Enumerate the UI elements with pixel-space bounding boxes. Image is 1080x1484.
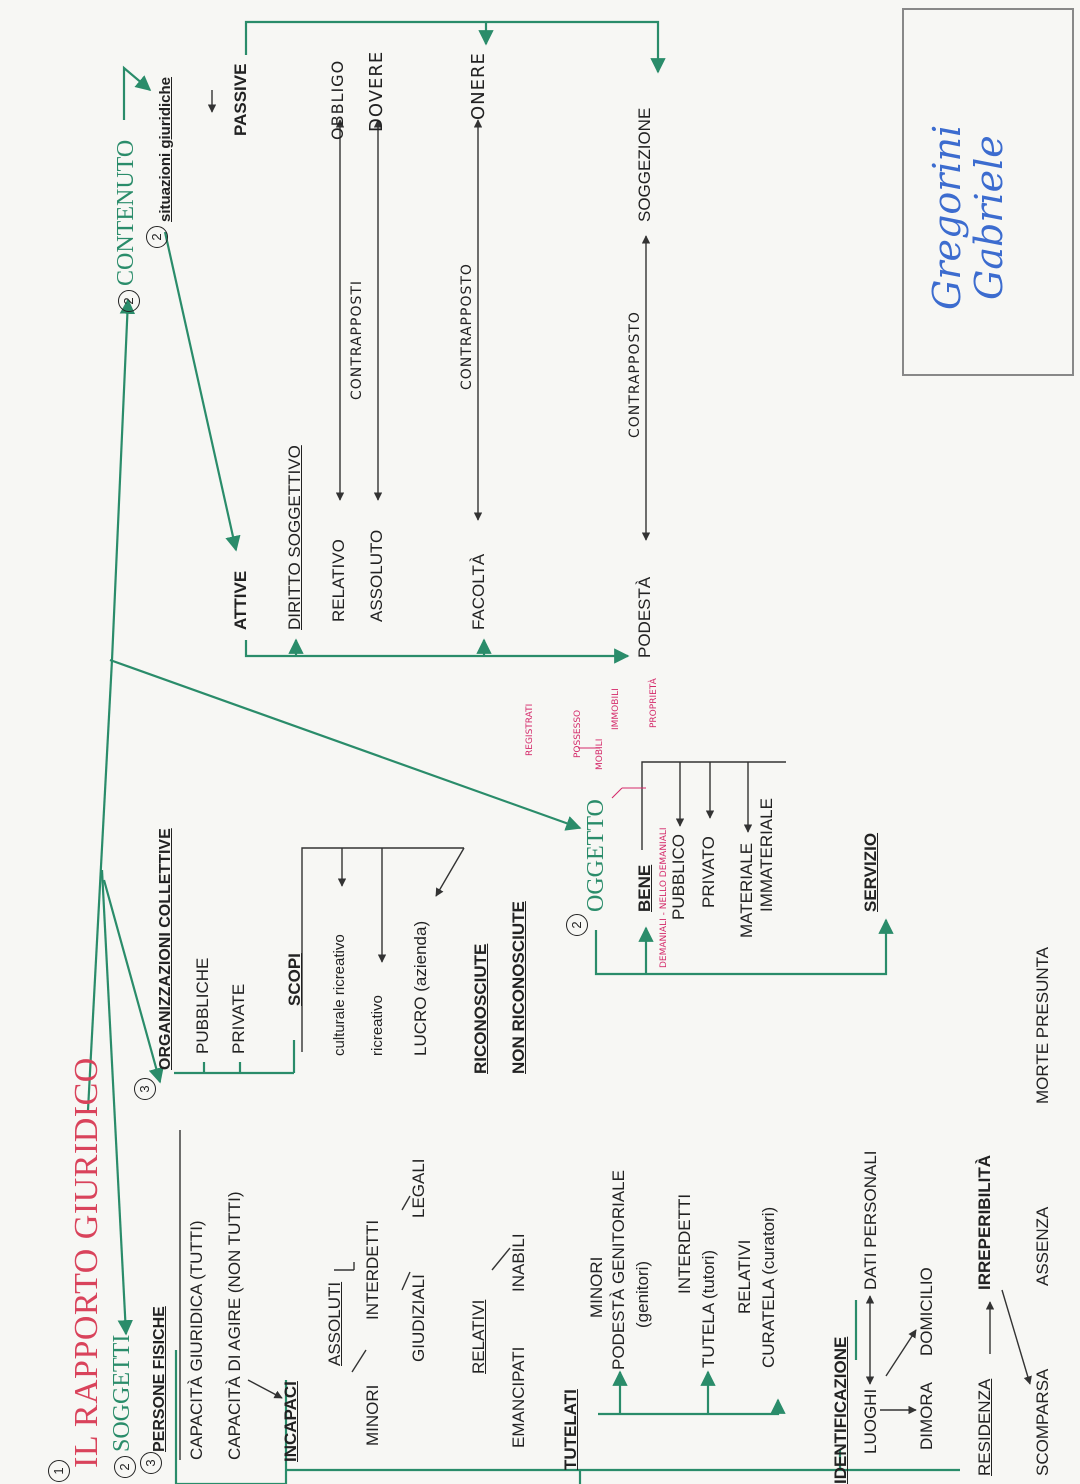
contrapposti-label: CONTRAPPOSTI <box>349 279 365 400</box>
note-immobili: IMMOBILI <box>611 688 621 730</box>
curatela-label: CURATELA (curatori) <box>759 1206 778 1368</box>
dimora-label: DIMORA <box>917 1382 936 1450</box>
capacita-agire: CAPACITÀ DI AGIRE (NON TUTTI) <box>225 1191 244 1460</box>
giudiziali-label: GIUDIZIALI <box>409 1274 428 1362</box>
facolta-label: FACOLTÀ <box>469 553 488 630</box>
marker-2-oggetto: 2 <box>566 914 588 936</box>
persone-fisiche: PERSONE FISICHE <box>151 1306 168 1452</box>
dovere-label: DOVERE <box>366 50 387 132</box>
scopi-label: SCOPI <box>285 953 304 1006</box>
situazioni-giuridiche: situazioni giuridiche <box>157 76 174 222</box>
marker-3-persone: 3 <box>140 1452 162 1474</box>
organizzazioni-heading: ORGANIZZAZIONI COLLETTIVE <box>157 828 174 1070</box>
identificazione-label: IDENTIFICAZIONE <box>831 1336 850 1484</box>
luoghi-label: LUOGHI <box>861 1388 880 1454</box>
materiale-label: MATERIALE <box>737 842 756 938</box>
private-label: PRIVATE <box>229 983 248 1054</box>
marker-2-soggetti: 2 <box>114 1456 136 1478</box>
soggezione-label: SOGGEZIONE <box>635 107 654 222</box>
privato-label: PRIVATO <box>699 836 718 908</box>
interdetti-label: INTERDETTI <box>363 1219 382 1320</box>
marker-2-contenuto: 2 <box>118 290 140 312</box>
emancipati-label: EMANCIPATI <box>509 1346 528 1448</box>
note-mobili: MOBILI <box>595 738 605 770</box>
soggetti-heading: SOGGETTI <box>109 1334 135 1452</box>
culturale-ricreativo: culturale ricreativo <box>331 934 348 1056</box>
tutela-label: TUTELA (tutori) <box>699 1249 718 1368</box>
domicilio-label: DOMICILIO <box>917 1267 936 1356</box>
tutelati-label: TUTELATI <box>561 1389 580 1470</box>
dati-personali: DATI PERSONALI <box>861 1150 880 1291</box>
marker-3-organizzazioni: 3 <box>134 1078 156 1100</box>
onere-label: ONERE <box>468 52 489 120</box>
note-demaniali: DEMANIALI - NELLO DEMANIALI <box>659 827 669 968</box>
note-registrati: REGISTRATI <box>525 703 535 756</box>
note-possesso: POSSESSO <box>573 709 583 758</box>
marker-2-situazioni: 2 <box>146 226 168 248</box>
morte-presunta: MORTE PRESUNTA <box>1033 946 1052 1104</box>
non-riconosciute-label: NON RICONOSCIUTE <box>509 901 528 1074</box>
note-proprieta: PROPRIETÀ <box>649 678 659 728</box>
podesta-label: PODESTÀ <box>635 576 654 658</box>
pubbliche-label: PUBBLICHE <box>193 957 212 1054</box>
contrapposto-1: CONTRAPPOSTO <box>459 263 475 390</box>
tutelati-minori: MINORI <box>587 1256 606 1318</box>
obbligo-label: OBBLIGO <box>328 59 347 140</box>
legali-label: LEGALI <box>409 1158 428 1218</box>
immateriale-label: IMMATERIALE <box>757 798 776 912</box>
contenuto-heading: CONTENUTO <box>113 139 139 286</box>
contrapposto-2: CONTRAPPOSTO <box>627 311 643 438</box>
signature-line-2: Gabriele <box>967 135 1011 300</box>
podesta-genitoriale: PODESTÀ GENITORIALE <box>609 1170 628 1370</box>
diritto-soggettivo: DIRITTO SOGGETTIVO <box>285 445 304 630</box>
inabili-label: INABILI <box>509 1233 528 1292</box>
lucro-label: LUCRO (azienda) <box>411 920 430 1056</box>
tutelati-interdetti: INTERDETTI <box>675 1193 694 1294</box>
capacita-giuridica: CAPACITÀ GIURIDICA (TUTTI) <box>187 1220 206 1460</box>
signature-box <box>902 8 1074 376</box>
tutelati-relativi: RELATIVI <box>735 1239 754 1314</box>
scomparsa-label: SCOMPARSA <box>1033 1368 1052 1476</box>
residenza-label: RESIDENZA <box>975 1378 994 1476</box>
ricreativo-label: ricreativo <box>369 995 386 1056</box>
bene-label: BENE <box>635 864 654 912</box>
pubblico-label: PUBBLICO <box>669 834 688 920</box>
genitori-label: (genitori) <box>633 1260 652 1328</box>
diagram-title: IL RAPPORTO GIURIDICO <box>68 1057 105 1468</box>
marker-1: 1 <box>48 1460 70 1482</box>
oggetto-heading: OGGETTO <box>583 799 609 912</box>
irreperibilita-label: IRREPERIBILITÀ <box>975 1154 994 1290</box>
passive-label: PASSIVE <box>231 63 250 136</box>
minori-label: MINORI <box>363 1384 382 1446</box>
relativo-label: RELATIVO <box>329 539 348 622</box>
relativi-label: RELATIVI <box>469 1299 488 1374</box>
assoluto-label: ASSOLUTO <box>367 529 386 622</box>
servizio-label: SERVIZIO <box>861 832 880 912</box>
riconosciute-label: RICONOSCIUTE <box>471 943 490 1074</box>
signature-line-1: Gregorini <box>925 124 969 310</box>
attive-label: ATTIVE <box>231 570 250 630</box>
incapaci-label: INCAPACI <box>281 1381 300 1462</box>
assoluti-label: ASSOLUTI <box>325 1281 344 1366</box>
assenza-label: ASSENZA <box>1033 1206 1052 1286</box>
